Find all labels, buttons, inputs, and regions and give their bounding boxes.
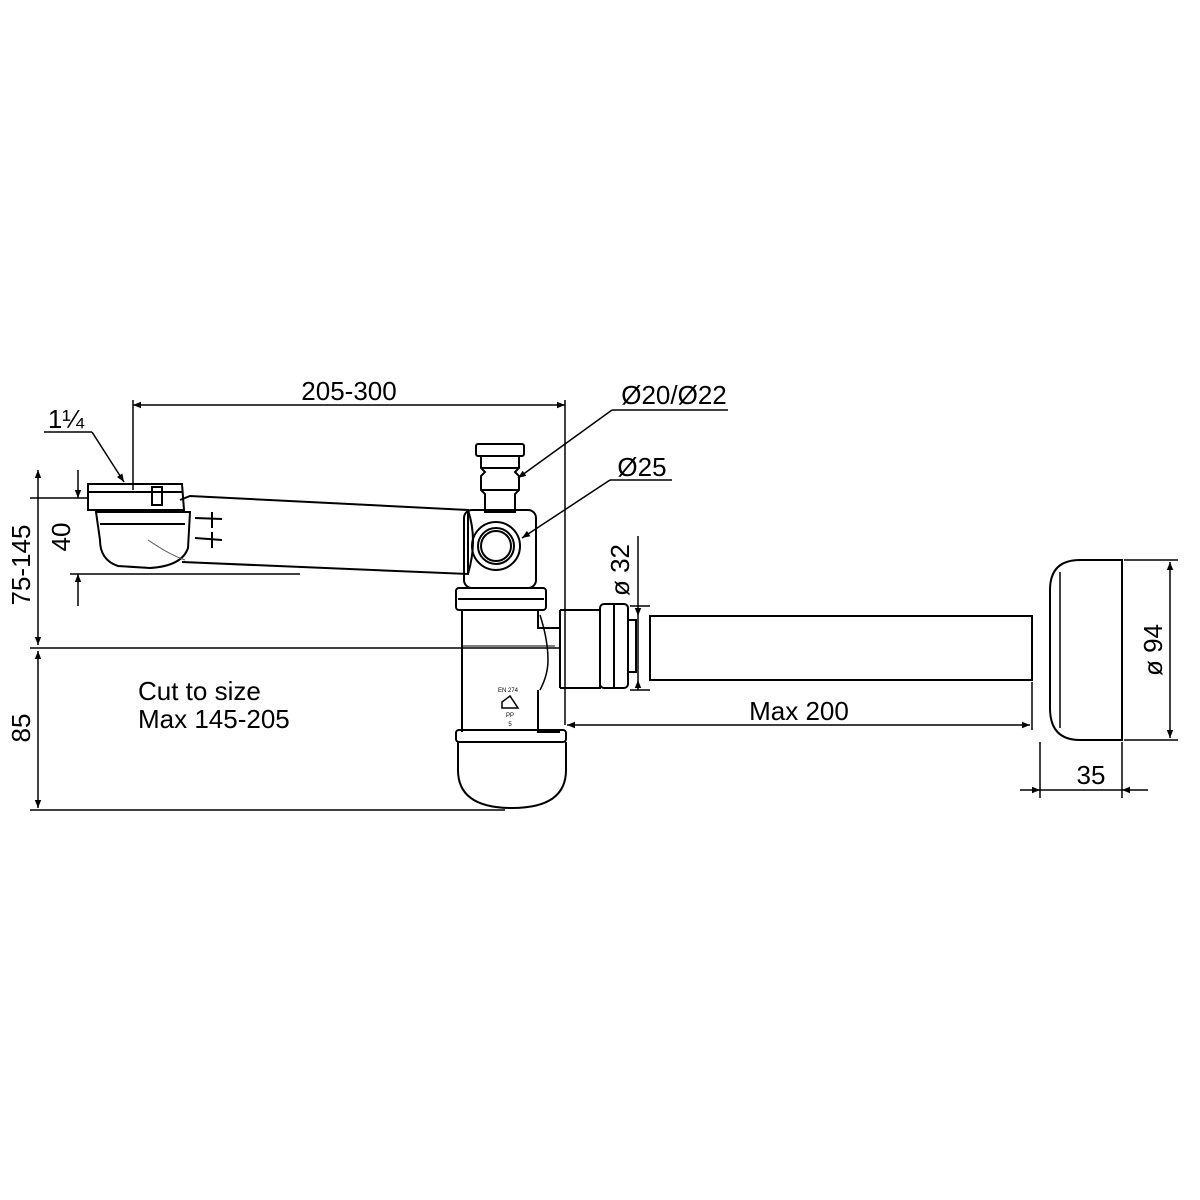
- label-pipe-diameter: ø 32: [605, 544, 635, 596]
- dimension-labels: 205-300 Ø20/Ø22 Ø25 1¼ 75-145 40 ø 32 Cu…: [6, 376, 1168, 790]
- siphon-cross-body: [463, 509, 537, 589]
- wall-rosette: [1049, 559, 1123, 741]
- label-rosette-diameter: ø 94: [1138, 624, 1168, 676]
- stamp-standard: EN 274: [498, 688, 519, 694]
- label-rosette-depth: 35: [1077, 760, 1106, 790]
- stamp-material: PP: [506, 713, 514, 719]
- label-inlet-diameter: Ø20/Ø22: [621, 380, 727, 410]
- label-height-75-145: 75-145: [6, 525, 36, 606]
- sink-outlet-connector: [87, 483, 192, 570]
- outlet-connector: [559, 603, 637, 689]
- material-stamp: EN 274 PP 5: [498, 688, 520, 728]
- label-cut-to-size: Cut to size: [138, 676, 261, 706]
- label-side-diameter: Ø25: [617, 452, 666, 482]
- label-cut-max: Max 145-205: [138, 704, 290, 734]
- union-nut: [455, 587, 547, 611]
- label-height-40: 40: [46, 523, 76, 552]
- wall-pipe: [649, 615, 1033, 681]
- label-max-length: Max 200: [749, 696, 849, 726]
- stamp-recycle-code: 5: [508, 722, 512, 728]
- label-thread-size: 1¼: [48, 404, 84, 434]
- dimension-lines: [30, 400, 1178, 811]
- label-width-205-300: 205-300: [301, 376, 396, 406]
- hose-inlet-spigot: [475, 443, 525, 513]
- label-height-85: 85: [6, 714, 36, 743]
- recycle-icon: [501, 694, 520, 709]
- telescopic-arm: [179, 494, 474, 576]
- cut-to-size-indicator: [147, 539, 186, 561]
- bottle-body: [455, 610, 567, 810]
- siphon-assembly: [87, 443, 1123, 810]
